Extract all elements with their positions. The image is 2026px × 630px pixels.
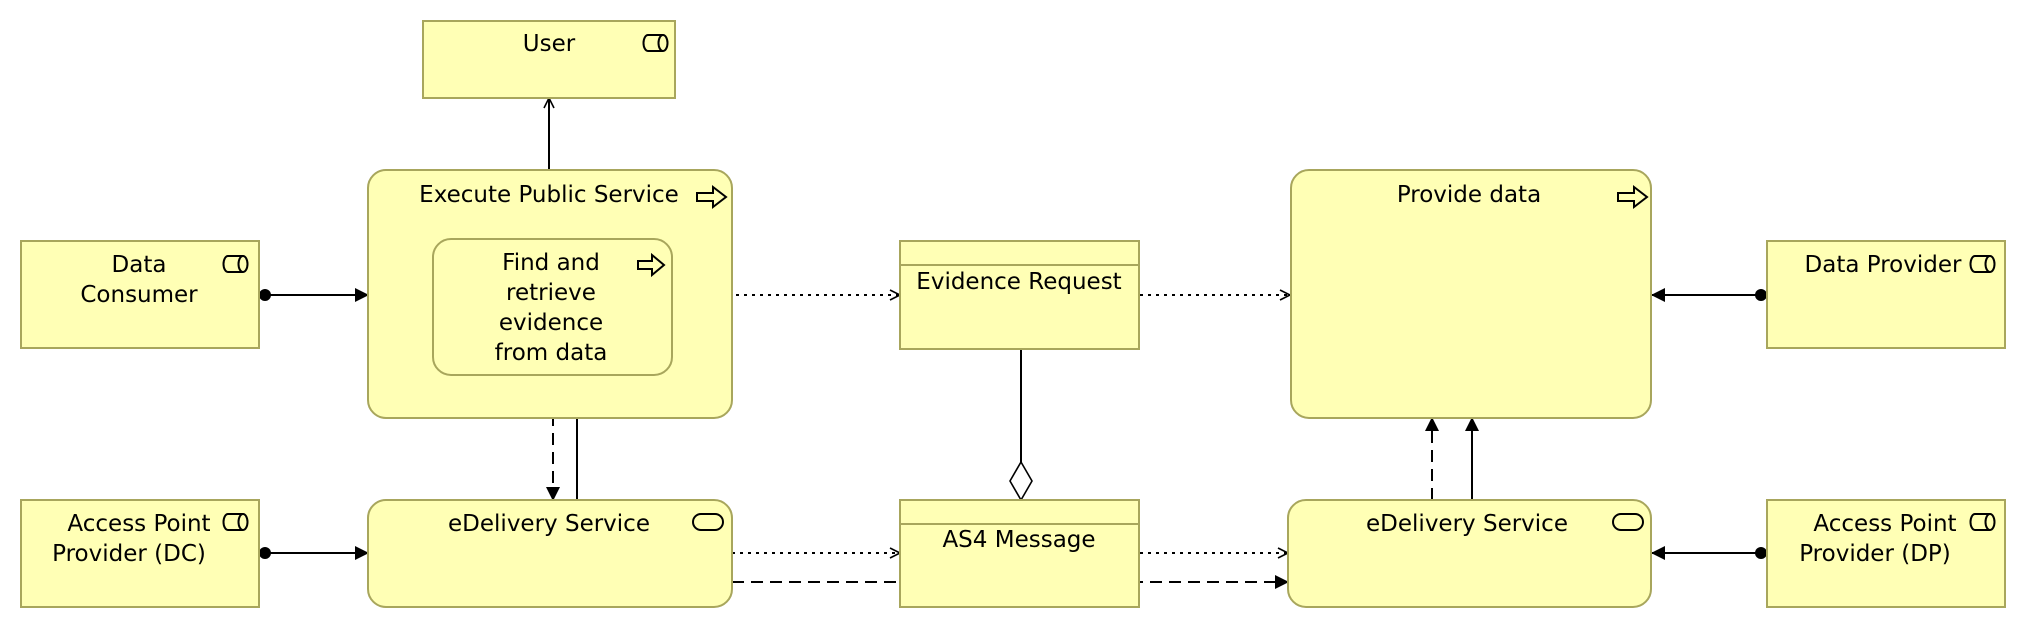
user-role[interactable]: User xyxy=(422,20,676,99)
edelivery-left-label: eDelivery Service xyxy=(448,511,650,537)
find-retrieve-line-4: from data xyxy=(495,340,608,366)
as4-message-object[interactable]: AS4 Message xyxy=(899,499,1140,608)
data-consumer-line-1: Data xyxy=(112,252,167,278)
edelivery-service-left[interactable]: eDelivery Service xyxy=(367,499,733,608)
role-icon xyxy=(222,513,249,531)
data-provider-role[interactable]: Data Provider xyxy=(1766,240,2006,349)
role-icon xyxy=(1969,513,1996,531)
access-point-dc-role[interactable]: Access Point Provider (DC) xyxy=(20,499,260,608)
service-icon xyxy=(692,513,724,531)
data-consumer-line-2: Consumer xyxy=(80,282,198,308)
access-point-dp-role[interactable]: Access Point Provider (DP) xyxy=(1766,499,2006,608)
evidence-request-label: Evidence Request xyxy=(916,269,1121,295)
access-point-dc-line-2: Provider (DC) xyxy=(52,541,206,567)
user-label: User xyxy=(523,31,576,57)
access-point-dc-line-1: Access Point xyxy=(67,511,210,537)
process-arrow-icon xyxy=(637,252,666,278)
access-point-dp-line-2: Provider (DP) xyxy=(1799,541,1951,567)
provide-data-process[interactable]: Provide data xyxy=(1290,169,1652,419)
data-provider-label: Data Provider xyxy=(1805,252,1962,278)
edelivery-right-label: eDelivery Service xyxy=(1366,511,1568,537)
find-retrieve-line-1: Find and xyxy=(502,250,600,276)
role-icon xyxy=(222,255,249,273)
find-retrieve-line-3: evidence xyxy=(499,310,603,336)
execute-public-service-label: Execute Public Service xyxy=(419,182,679,208)
find-retrieve-line-2: retrieve xyxy=(506,280,596,306)
service-icon xyxy=(1612,513,1644,531)
role-icon xyxy=(642,34,669,52)
evidence-request-object[interactable]: Evidence Request xyxy=(899,240,1140,350)
find-retrieve-evidence-process[interactable]: Find and retrieve evidence from data xyxy=(432,238,673,376)
process-arrow-icon xyxy=(1617,184,1649,210)
process-arrow-icon xyxy=(696,184,728,210)
role-icon xyxy=(1969,255,1996,273)
provide-data-label: Provide data xyxy=(1397,182,1541,208)
edelivery-service-right[interactable]: eDelivery Service xyxy=(1287,499,1652,608)
data-consumer-role[interactable]: Data Consumer xyxy=(20,240,260,349)
as4-message-label: AS4 Message xyxy=(942,527,1095,553)
access-point-dp-line-1: Access Point xyxy=(1813,511,1956,537)
